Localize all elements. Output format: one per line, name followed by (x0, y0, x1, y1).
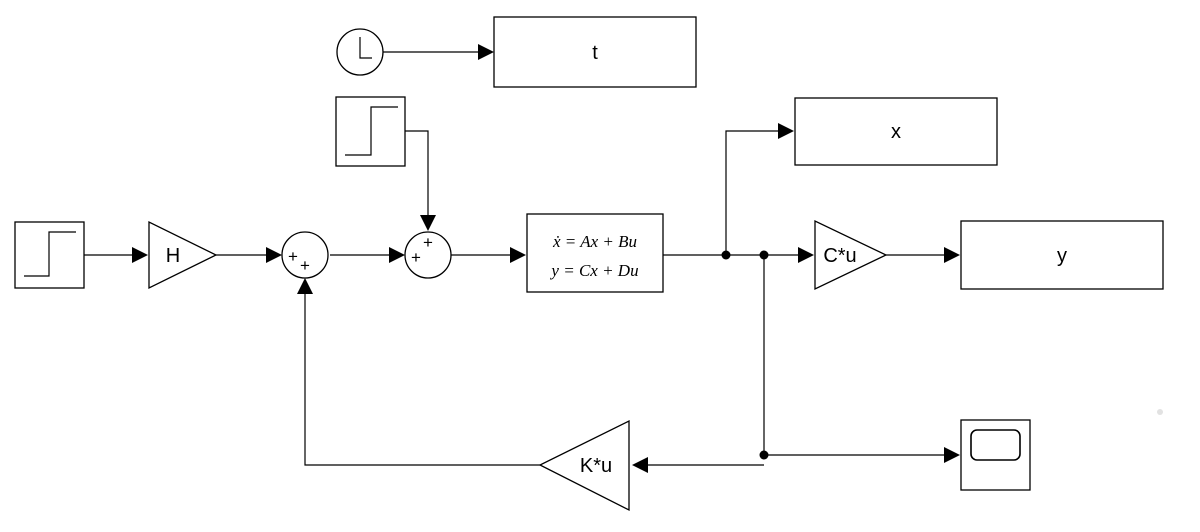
sum-block-2-circle (404, 231, 452, 279)
arrowhead-gain-h (132, 247, 148, 263)
arrowhead-sum1-bottom (297, 278, 313, 294)
step-icon (24, 231, 76, 277)
branch-point-3 (759, 450, 769, 460)
sum-block-1[interactable]: + + (281, 231, 329, 279)
gain-c-triangle (814, 219, 888, 291)
step-block-2[interactable] (335, 96, 406, 167)
arrowhead-sum2-top (420, 215, 436, 231)
display-t-label: t (592, 42, 598, 64)
step-icon (345, 106, 398, 156)
branch-point-1 (721, 250, 731, 260)
arrowhead-gain-c (798, 247, 814, 263)
arrowheads (132, 44, 960, 473)
state-space-frame (526, 213, 664, 293)
sum-1-sign-b: + (300, 256, 310, 275)
sum-2-sign-a: + (411, 248, 421, 267)
arrowhead-statespace (510, 247, 526, 263)
gain-k-triangle (538, 419, 630, 512)
sum-block-2[interactable]: + + (404, 231, 452, 279)
gain-h-block[interactable]: H (148, 220, 218, 290)
display-t-frame (493, 16, 697, 88)
sum-block-1-circle (281, 231, 329, 279)
sum-2-sign-b: + (423, 233, 433, 252)
output-equation: y = Cx + Du (549, 261, 638, 280)
arrowhead-sum1 (266, 247, 282, 263)
gain-k-block[interactable]: K*u (538, 419, 630, 512)
step-block-1[interactable] (14, 221, 85, 289)
gain-k-label: K*u (580, 455, 612, 477)
branch-point-2 (759, 250, 769, 260)
arrowhead-gain-k (632, 457, 648, 473)
state-equation: ẋ = Ax + Bu (552, 232, 637, 251)
gain-c-block[interactable]: C*u (814, 219, 888, 291)
display-x-label: x (891, 121, 901, 143)
canvas-marker (1157, 409, 1163, 415)
display-y-label: y (1057, 245, 1067, 267)
wire-gain-k-to-sum1 (304, 294, 540, 466)
scope-screen-icon (970, 429, 1021, 461)
signal-lines (84, 51, 944, 466)
gain-c-label: C*u (823, 245, 856, 267)
display-y-frame (960, 220, 1164, 290)
arrowhead-scope (944, 447, 960, 463)
clock-hands (359, 37, 372, 59)
scope-block[interactable] (960, 419, 1031, 491)
arrowhead-x (778, 123, 794, 139)
gain-h-triangle (148, 220, 218, 290)
clock-block[interactable] (336, 28, 384, 76)
arrowhead-y (944, 247, 960, 263)
arrowhead-sum2 (389, 247, 405, 263)
display-x-frame (794, 97, 998, 166)
wire-step2-to-sum2 (405, 130, 429, 216)
wire-branch-to-x (725, 130, 778, 255)
gain-h-label: H (166, 245, 180, 267)
display-x-block[interactable]: x (794, 97, 998, 166)
sum-1-sign-a: + (288, 247, 298, 266)
display-t-block[interactable]: t (493, 16, 697, 88)
state-space-block[interactable]: ẋ = Ax + Bu y = Cx + Du (526, 213, 664, 293)
arrowhead-t (478, 44, 494, 60)
display-y-block[interactable]: y (960, 220, 1164, 290)
